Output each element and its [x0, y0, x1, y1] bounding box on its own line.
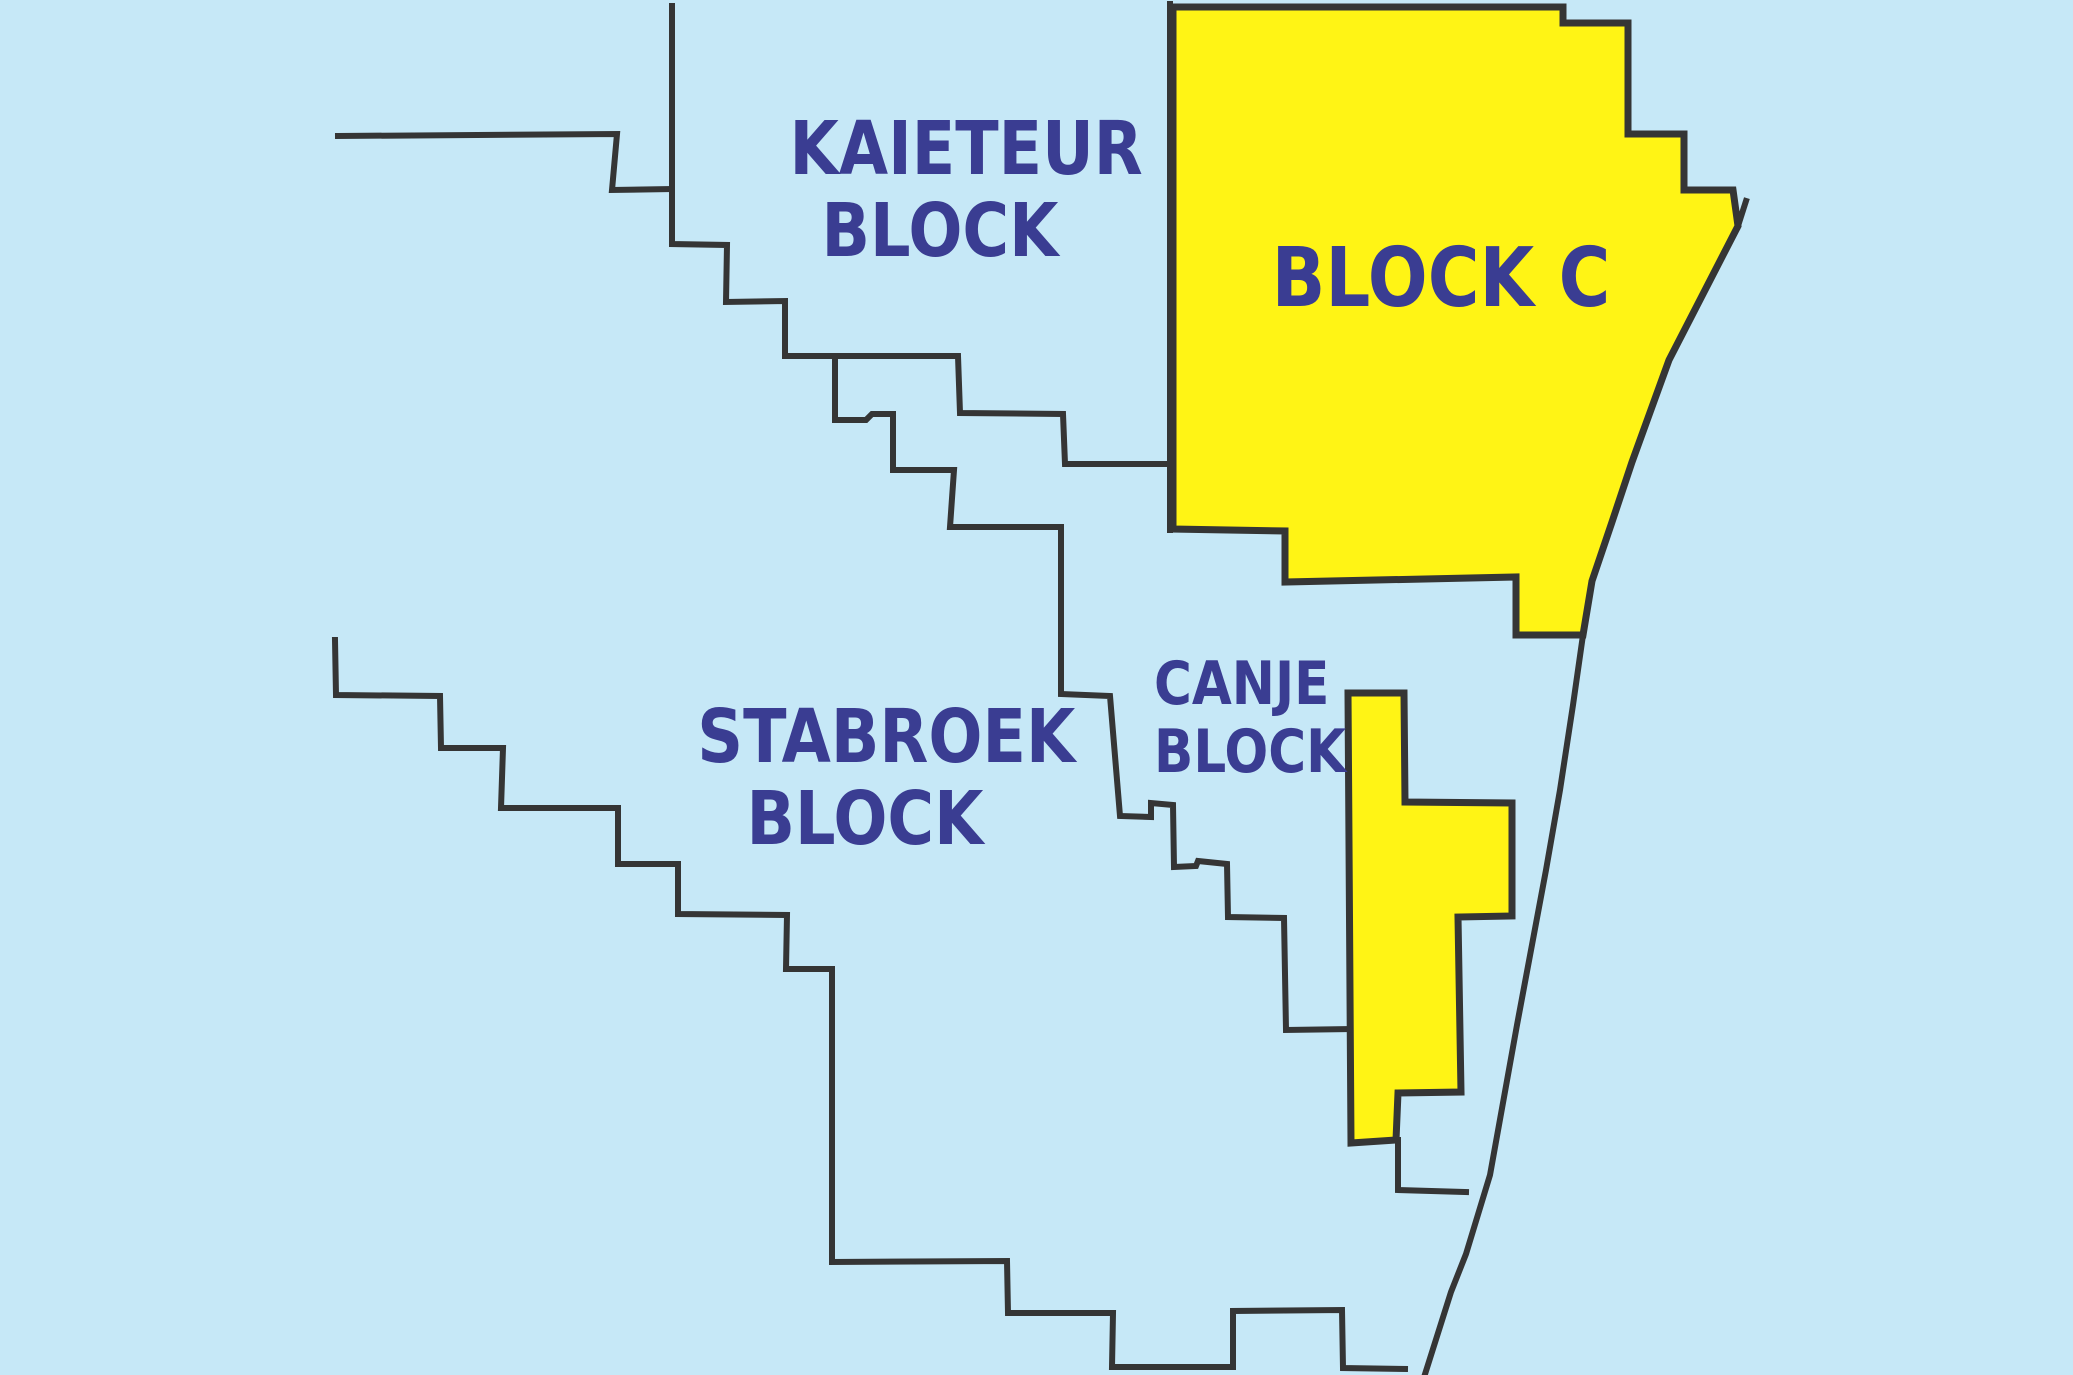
stabroek-block-label: STABROEK BLOCK — [697, 694, 1076, 862]
kaieteur-west-boundary — [334, 130, 674, 194]
block-c-area[interactable] — [1169, 3, 1742, 639]
stabroek-east-boundary — [832, 353, 1354, 1034]
kaieteur-label-line1: KAIETEUR — [789, 106, 1143, 192]
kaieteur-block-label: KAIETEUR BLOCK — [789, 106, 1143, 274]
block-c-label: BLOCK C — [1271, 231, 1611, 326]
canje-lower-connector — [1395, 1137, 1470, 1196]
stabroek-southwest-boundary — [331, 636, 1409, 1373]
block-c-northeast-tick — [1734, 197, 1750, 230]
eastern-outer-boundary — [1421, 631, 1587, 1375]
canje-block-area[interactable] — [1344, 689, 1516, 1147]
kaieteur-label-line2: BLOCK — [821, 188, 1059, 274]
kaieteur-stabroek-boundary — [669, 3, 1173, 467]
block-c-label-line1: BLOCK C — [1271, 231, 1611, 326]
canje-label-line1: CANJE — [1154, 649, 1330, 719]
stabroek-label-line1: STABROEK — [697, 694, 1076, 780]
canje-block-label: CANJE BLOCK — [1154, 649, 1347, 787]
stabroek-label-line2: BLOCK — [746, 776, 984, 862]
canje-label-line2: BLOCK — [1154, 717, 1347, 787]
